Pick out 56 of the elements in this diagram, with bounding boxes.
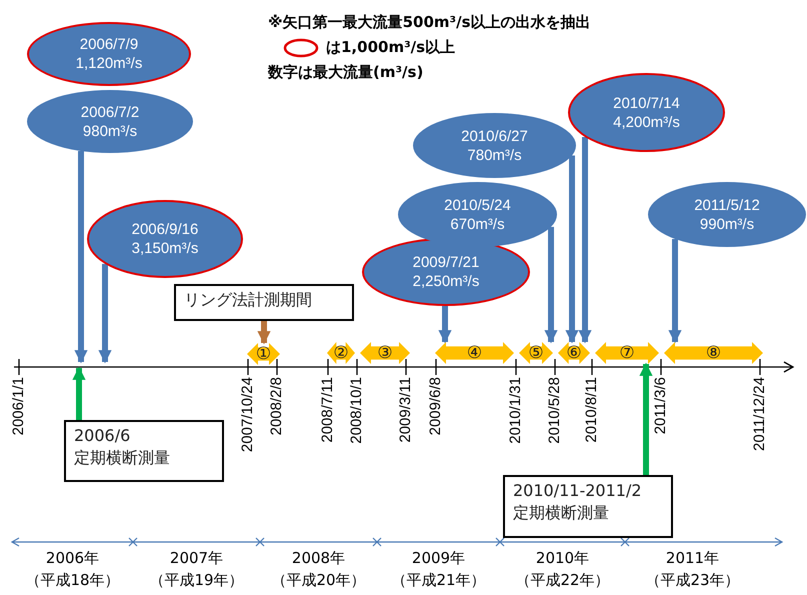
date-tick-label: 2011/12/24 bbox=[751, 377, 768, 451]
arrow bbox=[565, 156, 579, 344]
arrow bbox=[98, 264, 112, 364]
date-tick-label: 2008/10/1 bbox=[348, 377, 365, 444]
event-ellipse: 2010/5/24 670m³/s bbox=[398, 182, 557, 247]
date-tick-label: 2011/3/6 bbox=[652, 377, 669, 434]
year-label: 2011年 bbox=[664, 549, 720, 568]
year-label: 2010年 bbox=[534, 549, 590, 568]
arrow bbox=[544, 226, 558, 344]
note-text: ※矢口第一最大流量500m³/s以上の出水を抽出 bbox=[268, 13, 590, 32]
arrow bbox=[438, 306, 452, 344]
year-label: 2009年 bbox=[410, 549, 466, 568]
note-box: リング法計測期間 bbox=[174, 284, 354, 321]
period-marker: ② bbox=[327, 342, 355, 364]
era-year-label: （平成19年） bbox=[148, 571, 245, 590]
event-ellipse: 2010/7/14 4,200m³/s bbox=[568, 73, 725, 152]
event-ellipse: 2009/7/21 2,250m³/s bbox=[362, 238, 530, 306]
period-marker: ⑤ bbox=[519, 342, 553, 364]
year-label: 2006年 bbox=[44, 549, 100, 568]
date-tick-label: 2009/3/11 bbox=[397, 377, 414, 443]
date-tick-label: 2007/10/24 bbox=[239, 377, 256, 452]
date-tick-label: 2010/1/31 bbox=[507, 377, 524, 444]
era-year-label: （平成20年） bbox=[270, 571, 367, 590]
note-box: 2010/11-2011/2 定期横断測量 bbox=[503, 475, 673, 538]
period-marker: ⑥ bbox=[558, 342, 590, 364]
date-tick-label: 2008/2/8 bbox=[268, 377, 285, 436]
arrow bbox=[668, 238, 682, 344]
era-year-label: （平成21年） bbox=[390, 571, 487, 590]
period-marker: ④ bbox=[435, 342, 514, 364]
era-year-label: （平成22年） bbox=[514, 571, 611, 590]
period-marker: ① bbox=[247, 343, 280, 365]
period-marker: ⑦ bbox=[595, 342, 659, 364]
date-tick-label: 2010/8/11 bbox=[583, 377, 600, 443]
date-tick-label: 2006/1/1 bbox=[10, 377, 27, 436]
year-label: 2007年 bbox=[168, 549, 224, 568]
legend-text: は1,000m³/s以上 bbox=[326, 38, 456, 57]
date-tick-label: 2008/7/11 bbox=[319, 377, 336, 443]
event-ellipse: 2011/5/12 990m³/s bbox=[648, 182, 806, 247]
arrow bbox=[639, 362, 653, 475]
date-tick-label: 2009/6/8 bbox=[427, 377, 444, 436]
period-marker: ⑧ bbox=[664, 342, 763, 364]
arrow bbox=[72, 366, 86, 420]
event-ellipse: 2006/7/2 980m³/s bbox=[27, 90, 193, 153]
arrow bbox=[257, 321, 271, 344]
note-box: 2006/6 定期横断測量 bbox=[64, 420, 224, 482]
year-label: 2008年 bbox=[290, 549, 346, 568]
event-ellipse: 2006/7/9 1,120m³/s bbox=[27, 22, 191, 86]
event-ellipse: 2010/6/27 780m³/s bbox=[413, 113, 576, 178]
era-year-label: （平成23年） bbox=[644, 571, 741, 590]
note-text: 数字は最大流量(m³/s) bbox=[268, 63, 424, 82]
era-year-label: （平成18年） bbox=[24, 571, 121, 590]
date-tick-label: 2010/5/28 bbox=[546, 377, 563, 444]
period-marker: ③ bbox=[360, 342, 410, 364]
event-ellipse: 2006/9/16 3,150m³/s bbox=[87, 200, 243, 278]
arrow bbox=[578, 137, 592, 344]
arrow bbox=[74, 151, 88, 364]
